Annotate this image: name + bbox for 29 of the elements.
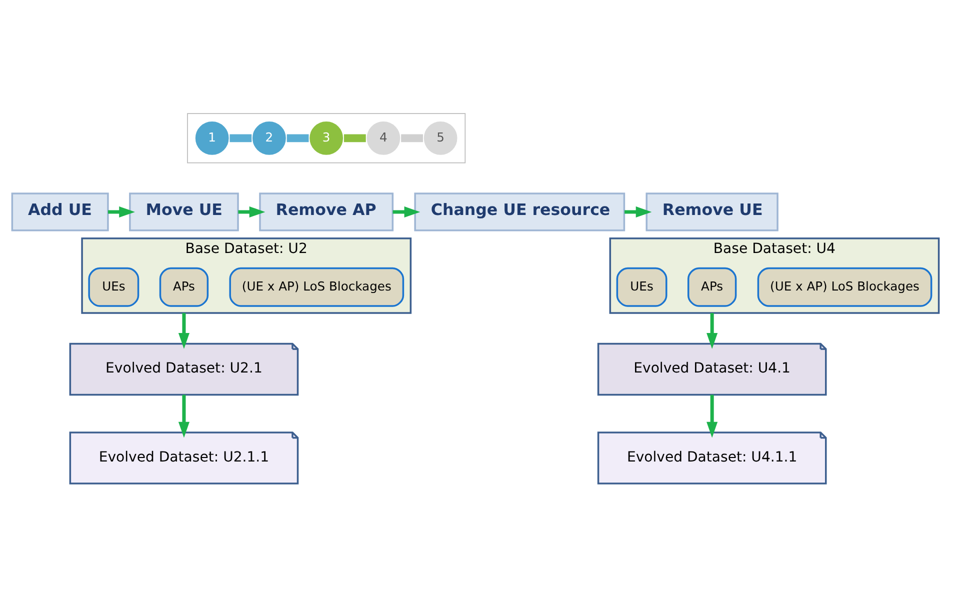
node-box: APs [687,267,737,307]
arrow [392,206,420,218]
node-box: Remove UE [646,192,778,232]
connector [401,134,423,142]
node-circle: 3 [308,120,345,157]
connector [344,134,366,142]
node-box: Add UE [11,192,109,232]
node-box: (UE x AP) LoS Blockages [757,267,932,307]
node-box: Change UE resource [414,192,626,232]
arrow [238,206,266,218]
node-box: UEs [88,267,140,307]
connector [286,134,309,142]
node-box: UEs [616,267,668,307]
node-box: (UE x AP) LoS Blockages [229,267,404,307]
node-circle: 2 [250,120,288,157]
node-box: Move UE [129,192,239,232]
arrow [178,394,190,438]
arrow [706,313,718,349]
arrow [706,394,718,438]
node-circle: 5 [422,120,459,157]
arrow [624,206,652,218]
node-box: APs [159,267,209,307]
node-circle: 1 [194,120,231,157]
arrow [108,206,135,218]
node-circle: 4 [364,120,402,157]
cluster [187,113,466,164]
node-box: Remove AP [259,192,394,232]
connector [230,134,252,142]
arrow [178,313,190,349]
